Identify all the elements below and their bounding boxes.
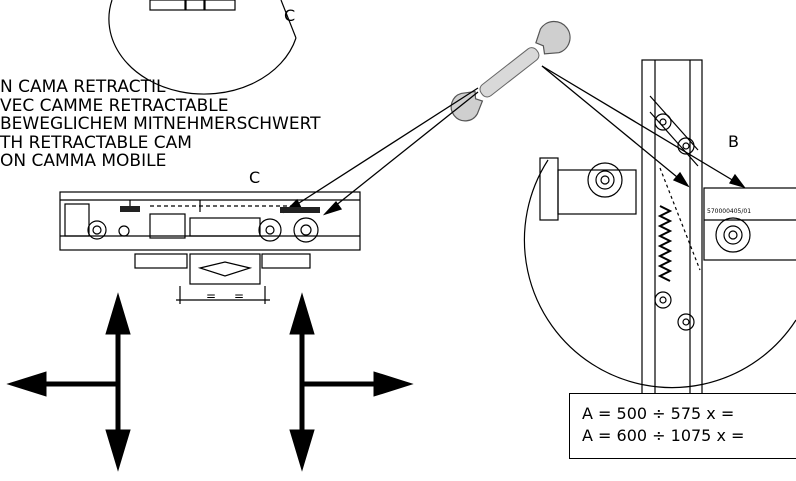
label-c-mid: C (249, 168, 261, 187)
part-code-label: 570000405/01 (707, 208, 752, 215)
spring-coil (657, 205, 673, 282)
description-text-block: N CAMA RETRACTIL VEC CAMME RETRACTABLE B… (0, 78, 321, 171)
formula-line: A = 600 ÷ 1075 x = (582, 426, 745, 445)
detail-circle-right (523, 59, 796, 421)
detail-circle-top (108, 0, 297, 95)
description-line: VEC CAMME RETRACTABLE (0, 95, 229, 116)
mechanism-dark-parts (120, 206, 320, 213)
dimension-mark-right: = (234, 289, 245, 303)
description-line: BEWEGLICHEM MITNEHMERSCHWERT (0, 114, 321, 134)
wrench-icon (450, 20, 571, 122)
mechanism-side-view (59, 191, 361, 304)
arrow-cross-left-icon (6, 292, 131, 472)
description-line: ON CAMMA MOBILE (0, 151, 167, 171)
description-line: TH RETRACTABLE CAM (0, 132, 192, 153)
label-b: B (728, 132, 739, 151)
arrow-cross-right-icon (289, 292, 414, 472)
formula-line: A = 500 ÷ 575 x = (582, 404, 735, 423)
description-line: N CAMA RETRACTIL (0, 77, 166, 97)
label-c-top: C (284, 6, 296, 25)
formula-box: A = 500 ÷ 575 x = A = 600 ÷ 1075 x = (569, 393, 796, 459)
dimension-mark-left: = (206, 289, 217, 303)
